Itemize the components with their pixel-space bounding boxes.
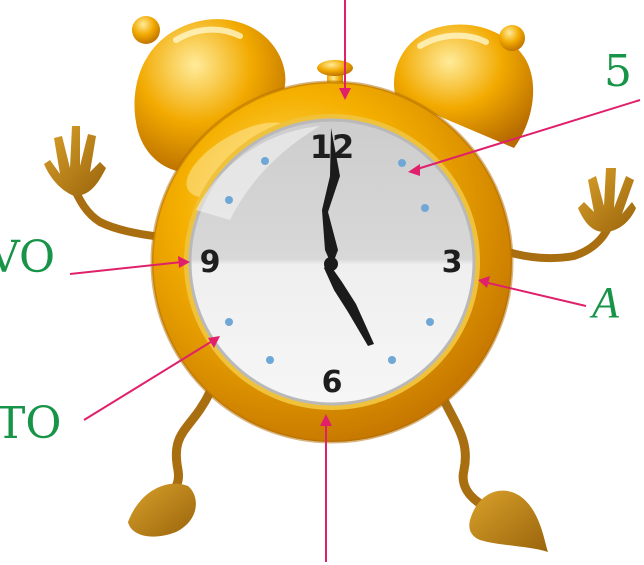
label-to: TO bbox=[0, 402, 61, 446]
numeral-6: 6 bbox=[322, 365, 343, 400]
label-vo: VO bbox=[0, 236, 55, 280]
numeral-9: 9 bbox=[200, 245, 221, 280]
right-arm bbox=[508, 168, 636, 258]
numeral-3: 3 bbox=[442, 245, 463, 280]
left-leg bbox=[128, 392, 210, 537]
label-a: A bbox=[592, 281, 619, 325]
label-five: 5 bbox=[604, 50, 632, 94]
right-leg bbox=[440, 392, 548, 552]
